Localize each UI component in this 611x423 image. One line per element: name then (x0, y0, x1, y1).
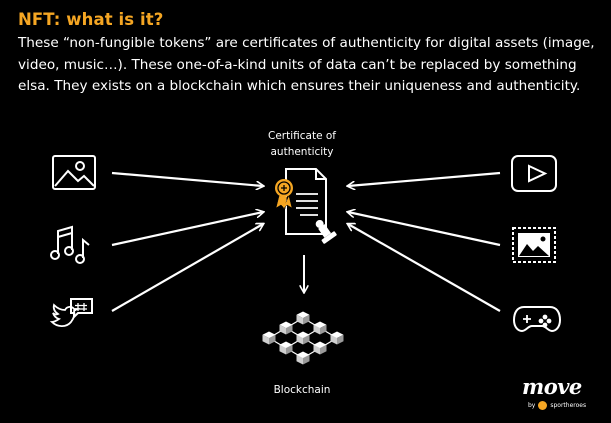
image-icon (52, 155, 96, 190)
blockchain-cube-face (303, 354, 310, 365)
blockchain-cube-face (279, 344, 286, 355)
gamepad-icon (512, 306, 562, 333)
description-text: These “non-fungible tokens” are certific… (18, 35, 595, 94)
blockchain-cube-face (262, 334, 269, 345)
arrow-social-to-certificate (111, 224, 263, 312)
certificate-document-icon (275, 168, 337, 244)
blockchain-cube-face (286, 324, 293, 335)
blockchain-cube-face (320, 344, 327, 355)
arrow-image-to-certificate (111, 171, 263, 186)
arrow-gamepad-to-certificate (348, 224, 501, 312)
blockchain-cube-face (296, 354, 303, 365)
blockchain-cube-face (296, 314, 303, 325)
certificate-label-line1: Certificate of (268, 130, 336, 142)
partner-name: sportheroes (550, 402, 587, 409)
certificate-label: Certificate of authenticity (250, 128, 354, 160)
blockchain-cube-face (330, 334, 337, 345)
blockchain-cube-face (269, 334, 276, 345)
arrow-music-to-certificate (111, 212, 263, 247)
blockchain-cube-face (337, 334, 344, 345)
music-icon (50, 225, 90, 264)
blockchain-cube-face (279, 324, 286, 335)
blockchain-cube-face (303, 334, 310, 345)
blockchain-cube-face (296, 334, 303, 345)
blockchain-cube-face (313, 324, 320, 335)
blockchain-label: Blockchain (273, 384, 331, 396)
arrow-video-to-certificate (348, 171, 501, 186)
move-logo: move (522, 374, 582, 399)
blockchain-icon (262, 311, 344, 365)
sportheroes-credit: by sportheroes (528, 401, 586, 410)
by-label: by (528, 402, 536, 409)
sportheroes-logo-icon (538, 401, 548, 410)
page-title: NFT: what is it? (18, 10, 164, 29)
picture-stamp-icon (512, 227, 556, 263)
video-play-icon (511, 155, 557, 192)
blockchain-cube-face (286, 344, 293, 355)
blockchain-cube-face (313, 344, 320, 355)
blockchain-cube-face (303, 314, 310, 325)
blockchain-cube-face (320, 324, 327, 335)
arrow-picture-to-certificate (348, 212, 501, 247)
certificate-label-line2: authenticity (270, 146, 334, 158)
social-post-icon (49, 298, 93, 328)
